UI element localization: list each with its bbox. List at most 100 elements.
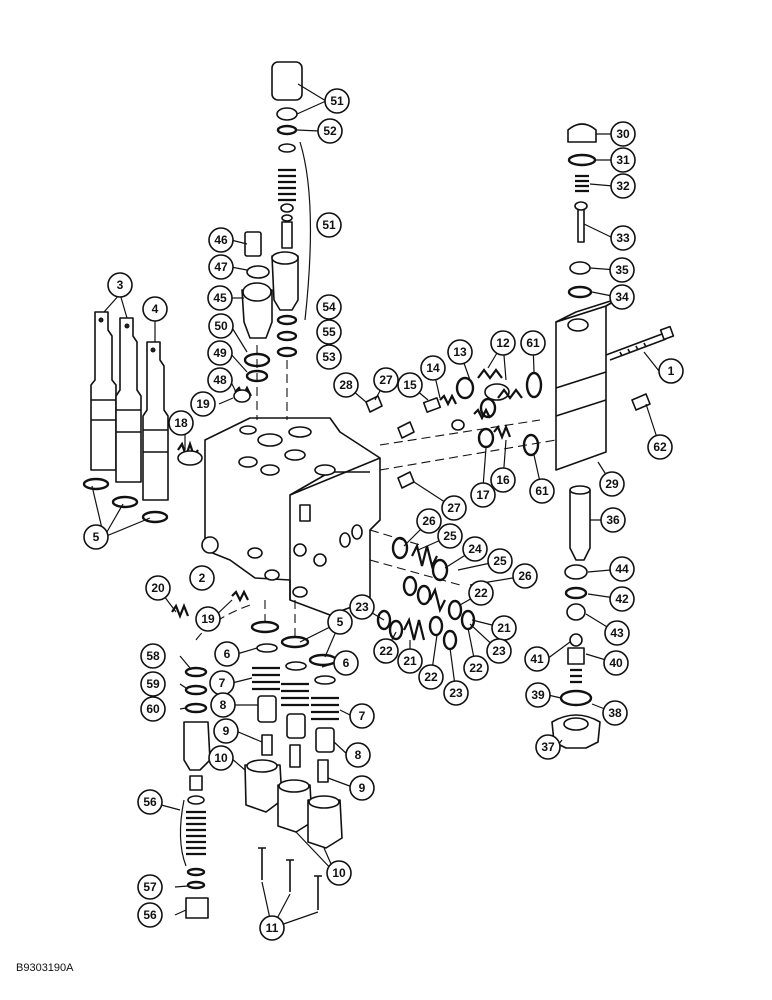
callout-10-b: 10 bbox=[326, 860, 352, 886]
svg-text:1: 1 bbox=[668, 364, 675, 378]
callout-37: 37 bbox=[535, 734, 561, 760]
svg-text:10: 10 bbox=[332, 866, 346, 880]
callout-61-b: 61 bbox=[529, 478, 555, 504]
bracket-27-upper bbox=[397, 421, 415, 439]
svg-text:38: 38 bbox=[608, 706, 622, 720]
callout-29: 29 bbox=[599, 471, 625, 497]
callout-20: 20 bbox=[145, 575, 171, 601]
callout-62: 62 bbox=[647, 434, 673, 460]
svg-text:50: 50 bbox=[214, 319, 228, 333]
svg-text:21: 21 bbox=[403, 654, 417, 668]
callout-58: 58 bbox=[140, 643, 166, 669]
svg-text:26: 26 bbox=[518, 569, 532, 583]
o-ring-5-c bbox=[141, 510, 169, 524]
callout-10-a: 10 bbox=[208, 745, 234, 771]
callout-1: 1 bbox=[658, 358, 684, 384]
callout-7-a: 7 bbox=[209, 670, 235, 696]
callout-57: 57 bbox=[137, 874, 163, 900]
svg-text:61: 61 bbox=[535, 484, 549, 498]
callout-13: 13 bbox=[447, 339, 473, 365]
callout-39: 39 bbox=[525, 682, 551, 708]
callout-48: 48 bbox=[207, 367, 233, 393]
svg-text:35: 35 bbox=[615, 263, 629, 277]
housing-29 bbox=[555, 297, 621, 471]
callout-12: 12 bbox=[490, 330, 516, 356]
svg-text:41: 41 bbox=[530, 652, 544, 666]
svg-text:46: 46 bbox=[214, 233, 228, 247]
svg-text:19: 19 bbox=[201, 612, 215, 626]
callout-21-a: 21 bbox=[491, 615, 517, 641]
callout-22-a: 22 bbox=[468, 580, 494, 606]
callout-9-b: 9 bbox=[349, 775, 375, 801]
svg-text:9: 9 bbox=[223, 724, 230, 738]
callout-34: 34 bbox=[609, 284, 635, 310]
callout-54: 54 bbox=[316, 294, 342, 320]
callout-30: 30 bbox=[610, 121, 636, 147]
svg-text:45: 45 bbox=[213, 291, 227, 305]
svg-text:47: 47 bbox=[214, 260, 228, 274]
svg-text:36: 36 bbox=[606, 513, 620, 527]
callout-14: 14 bbox=[420, 355, 446, 381]
svg-text:8: 8 bbox=[355, 748, 362, 762]
svg-text:16: 16 bbox=[496, 473, 510, 487]
svg-text:25: 25 bbox=[443, 529, 457, 543]
check-valve-assembly bbox=[379, 368, 557, 471]
callout-23-c: 23 bbox=[443, 680, 469, 706]
svg-text:54: 54 bbox=[322, 300, 336, 314]
svg-text:5: 5 bbox=[93, 530, 100, 544]
svg-text:6: 6 bbox=[343, 656, 350, 670]
callout-2: 2 bbox=[189, 565, 215, 591]
svg-text:33: 33 bbox=[616, 231, 630, 245]
figure-reference-code: B9303190A bbox=[16, 962, 74, 974]
svg-text:52: 52 bbox=[323, 124, 337, 138]
callout-45: 45 bbox=[207, 285, 233, 311]
svg-text:26: 26 bbox=[422, 514, 436, 528]
callout-60: 60 bbox=[140, 696, 166, 722]
svg-text:30: 30 bbox=[616, 127, 630, 141]
svg-text:19: 19 bbox=[196, 397, 210, 411]
callout-38: 38 bbox=[602, 700, 628, 726]
svg-text:8: 8 bbox=[220, 698, 227, 712]
svg-text:31: 31 bbox=[616, 153, 630, 167]
svg-text:23: 23 bbox=[449, 686, 463, 700]
callout-26-b: 26 bbox=[512, 563, 538, 589]
svg-text:15: 15 bbox=[403, 378, 417, 392]
svg-text:49: 49 bbox=[213, 346, 227, 360]
svg-text:11: 11 bbox=[266, 921, 279, 935]
svg-text:27: 27 bbox=[447, 501, 461, 515]
svg-text:58: 58 bbox=[146, 649, 160, 663]
callout-50: 50 bbox=[208, 313, 234, 339]
callout-52: 52 bbox=[317, 118, 343, 144]
callout-5-b: 5 bbox=[327, 609, 353, 635]
callout-19-b: 19 bbox=[195, 606, 221, 632]
svg-text:22: 22 bbox=[474, 586, 488, 600]
callout-8-b: 8 bbox=[345, 742, 371, 768]
callout-17: 17 bbox=[470, 482, 496, 508]
bracket-27-lower bbox=[397, 471, 415, 489]
callout-6-b: 6 bbox=[333, 650, 359, 676]
svg-text:4: 4 bbox=[152, 302, 159, 316]
fitting-18 bbox=[177, 440, 203, 466]
svg-text:7: 7 bbox=[359, 709, 366, 723]
svg-text:53: 53 bbox=[322, 350, 336, 364]
svg-text:56: 56 bbox=[143, 908, 157, 922]
callout-25-a: 25 bbox=[437, 523, 463, 549]
callout-32: 32 bbox=[610, 173, 636, 199]
relief-valve-stack bbox=[233, 61, 312, 420]
callout-42: 42 bbox=[609, 586, 635, 612]
callouts: 1 2 3 4 5 5 6 6 7 7 8 8 9 9 10 10 11 12 … bbox=[83, 88, 684, 941]
plug-19-b bbox=[231, 589, 249, 603]
svg-text:17: 17 bbox=[476, 488, 490, 502]
valve-56-60 bbox=[179, 604, 251, 919]
svg-text:24: 24 bbox=[468, 542, 482, 556]
callout-36: 36 bbox=[600, 507, 626, 533]
bolt-1 bbox=[605, 325, 675, 361]
callout-27-b: 27 bbox=[441, 495, 467, 521]
svg-text:18: 18 bbox=[174, 416, 188, 430]
svg-text:56: 56 bbox=[143, 795, 157, 809]
svg-text:2: 2 bbox=[199, 571, 206, 585]
callout-22-d: 22 bbox=[463, 655, 489, 681]
callout-43: 43 bbox=[604, 620, 630, 646]
callout-55: 55 bbox=[316, 319, 342, 345]
callout-21-b: 21 bbox=[397, 648, 423, 674]
